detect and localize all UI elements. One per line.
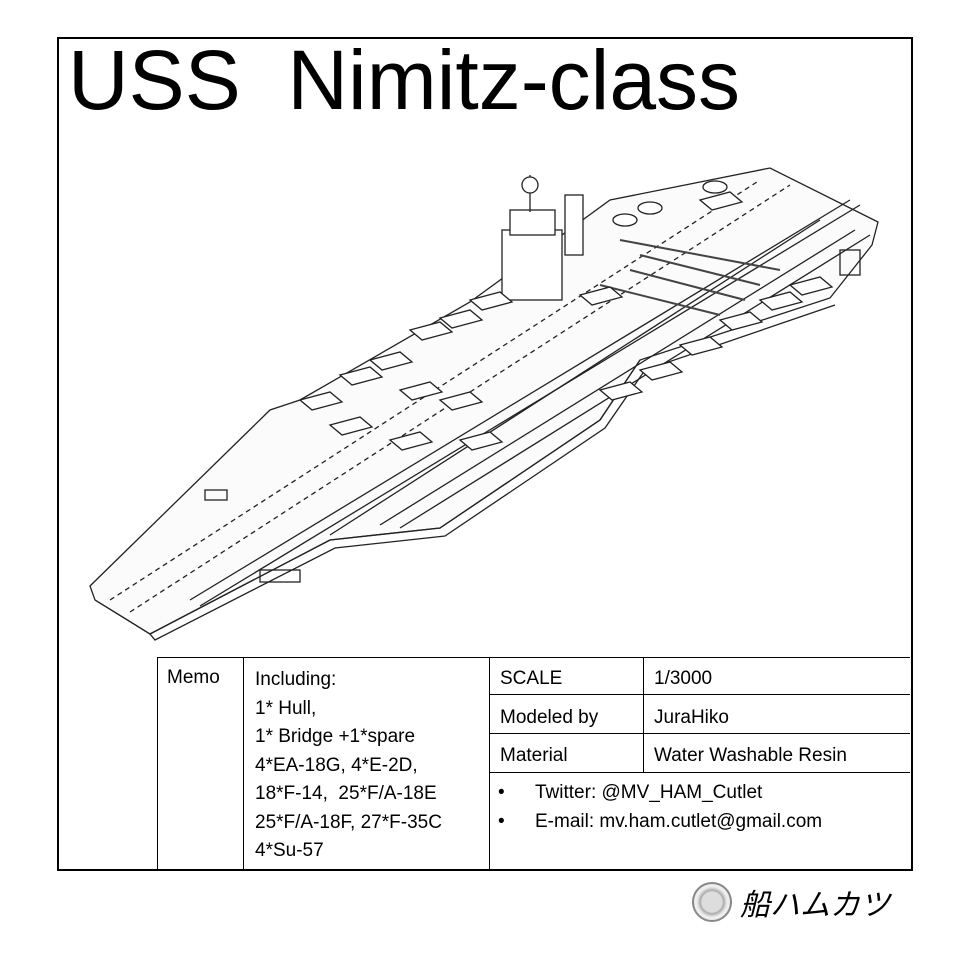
table-divider [489,733,910,734]
bullet: • [498,782,505,803]
drawing-frame [57,37,913,871]
table-divider [643,657,644,772]
table-divider [489,772,910,773]
memo-line: 4*EA-18G, 4*E-2D, [255,754,418,776]
table-divider [489,657,490,869]
seal-icon [692,882,732,922]
brand-name: 船ハムカツ [740,888,890,923]
brand-logo: 船ハムカツ [692,880,890,924]
hull-edge [94,359,641,635]
flight-deck-outline [89,167,879,635]
material-value: Water Washable Resin [654,745,847,766]
memo-line: 25*F/A-18F, 27*F-35C [255,811,442,833]
parked-aircraft [298,180,834,451]
memo-line: 1* Hull, [255,697,317,719]
bullet: • [498,811,505,832]
memo-line: 4*Su-57 [255,840,324,861]
island-bridge [501,175,584,301]
table-divider [243,657,244,869]
memo-line: Including: [255,669,337,690]
memo-label: Memo [167,667,220,688]
scale-label: SCALE [500,668,563,689]
memo-line: 1* Bridge +1*spare [255,726,416,747]
modeler-value: JuraHiko [654,707,729,728]
table-border [157,657,158,869]
page-title: USS Nimitz-class [68,33,741,127]
twitter-handle: Twitter: @MV_HAM_Cutlet [535,782,763,803]
centerline-dash [109,179,761,601]
deck-edge-equipment [204,249,861,583]
modeler-label: Modeled by [500,707,599,728]
table-divider [489,694,910,695]
scale-value: 1/3000 [654,668,713,689]
aircraft-carrier-drawing [89,167,879,641]
memo-contents: Including: 1* Hull, 1* Bridge +1*spare 4… [245,660,452,872]
material-label: Material [500,745,568,766]
contact-list: • Twitter: @MV_HAM_Cutlet • E-mail: mv.ham… [498,778,822,836]
email-address: E-mail: mv.ham.cutlet@gmail.com [535,811,823,832]
arresting-wires [599,239,781,316]
memo-line: 18*F-14, 25*F/A-18E [255,783,437,804]
table-border [157,657,910,658]
